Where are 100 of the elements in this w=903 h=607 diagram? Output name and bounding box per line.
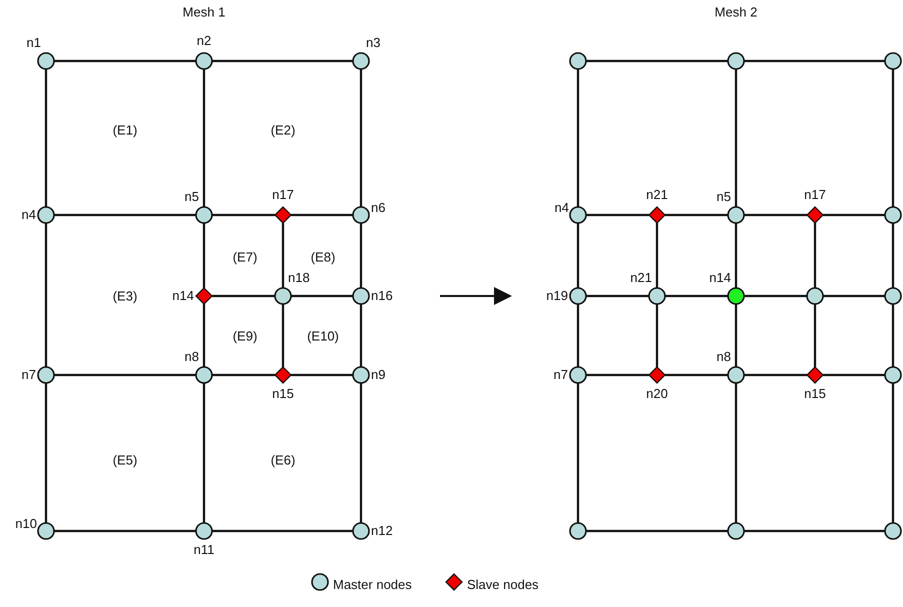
mesh-edge-line [576, 383, 580, 523]
element-label: (E2) [270, 122, 296, 138]
mesh-edge-line [744, 294, 807, 298]
mesh-edge-line [823, 374, 885, 376]
master-node-circle [37, 206, 55, 224]
legend-label: Master nodes [333, 577, 412, 592]
mesh-edge-line [576, 69, 580, 207]
mesh-title: Mesh 1 [182, 4, 226, 20]
mesh-edge-line [576, 304, 580, 367]
master-node-circle [727, 52, 745, 70]
mesh-edge-line [291, 294, 353, 298]
master-node-circle [569, 206, 587, 224]
slave-node-diamond [806, 366, 824, 384]
element-label: (E8) [310, 250, 336, 264]
mesh-edge-line [212, 294, 275, 298]
mesh-edge-line [282, 304, 284, 367]
mesh-edge-line [665, 294, 728, 298]
node-label: n11 [194, 542, 214, 557]
master-node-circle [352, 522, 370, 540]
master-node-circle [884, 522, 902, 540]
node-label: n15 [804, 386, 826, 401]
mesh-edge-line [202, 223, 206, 288]
master-node-circle [195, 52, 213, 70]
master-node-circle [195, 206, 213, 224]
node-label: n17 [804, 187, 826, 202]
mesh-edge-line [202, 383, 206, 523]
mesh-edge-line [44, 69, 48, 207]
node-label: n14 [172, 288, 194, 303]
mesh-edge-line [814, 223, 816, 288]
master-node-circle [352, 366, 370, 384]
mesh-edge-line [586, 60, 728, 62]
mesh-edge-line [360, 223, 362, 288]
slave-node-diamond [648, 206, 666, 224]
mesh-edge-line [202, 69, 206, 207]
node-label: n7 [22, 367, 36, 382]
master-node-circle [569, 287, 587, 305]
node-label: n5 [184, 189, 199, 204]
node-label: n3 [366, 35, 380, 50]
mesh-edge-line [360, 69, 362, 207]
master-node-circle [569, 522, 587, 540]
node-label: n16 [371, 288, 393, 303]
mesh-edge-line [586, 374, 649, 376]
element-label: (E3) [112, 288, 138, 304]
mesh-edge-line [212, 530, 353, 532]
master-node-circle [274, 287, 292, 305]
mesh-edge-line [291, 374, 353, 376]
mesh-edge-line [823, 214, 885, 216]
mesh-edge-line [360, 383, 362, 523]
mesh-edge-line [892, 383, 894, 523]
mesh-edge-line [54, 374, 196, 376]
mesh-edge-line [665, 214, 728, 216]
node-label: n8 [716, 349, 731, 364]
mesh-edge-line [44, 383, 48, 523]
slave-node-diamond [195, 287, 213, 305]
master-node-circle [37, 522, 55, 540]
mesh-edge-line [202, 304, 206, 367]
master-node-circle [569, 52, 587, 70]
node-label: n21 [630, 270, 652, 285]
slave-node-diamond [274, 206, 292, 224]
mesh-edge-line [360, 304, 362, 367]
mesh-edge-line [656, 304, 658, 367]
slave-node-diamond [274, 366, 292, 384]
mesh-edge-line [892, 223, 894, 288]
master-node-circle [884, 206, 902, 224]
mesh-edge-line [814, 304, 816, 367]
node-label: n14 [709, 270, 731, 285]
node-label: n21 [646, 187, 668, 202]
mesh-edge-line [291, 214, 353, 216]
element-label: (E9) [232, 328, 258, 344]
master-node-circle [884, 366, 902, 384]
mesh-edge-line [576, 223, 580, 288]
legend-label: Slave nodes [467, 577, 539, 592]
mesh-edge-line [744, 214, 807, 216]
mesh-edge-line [892, 69, 894, 207]
slave-node-diamond [648, 366, 666, 384]
master-node-circle [884, 52, 902, 70]
mesh-edge-line [54, 60, 196, 62]
node-label: n1 [26, 35, 41, 50]
mesh-edge-line [823, 294, 885, 298]
mesh-edge-line [744, 374, 807, 376]
mesh-edge-line [744, 60, 885, 62]
mesh-edge-line [282, 223, 284, 288]
node-label: n17 [272, 187, 294, 202]
node-label: n4 [554, 200, 569, 215]
node-label: n10 [15, 516, 37, 531]
slave-node-diamond [806, 206, 824, 224]
element-label: (E7) [232, 250, 258, 264]
mesh-edge-line [212, 60, 353, 62]
mesh-edge-line [656, 223, 658, 288]
node-label: n19 [546, 288, 568, 303]
master-node-circle [352, 52, 370, 70]
mesh-edge-line [665, 374, 728, 376]
mesh-edge-line [212, 214, 275, 216]
mesh-edge-line [586, 214, 649, 216]
mesh-edge-line [734, 304, 738, 367]
master-node-circle [37, 52, 55, 70]
element-label: (E10) [307, 328, 339, 344]
master-node-circle [195, 366, 213, 384]
mesh-edge-line [586, 294, 649, 298]
master-node-circle [727, 366, 745, 384]
